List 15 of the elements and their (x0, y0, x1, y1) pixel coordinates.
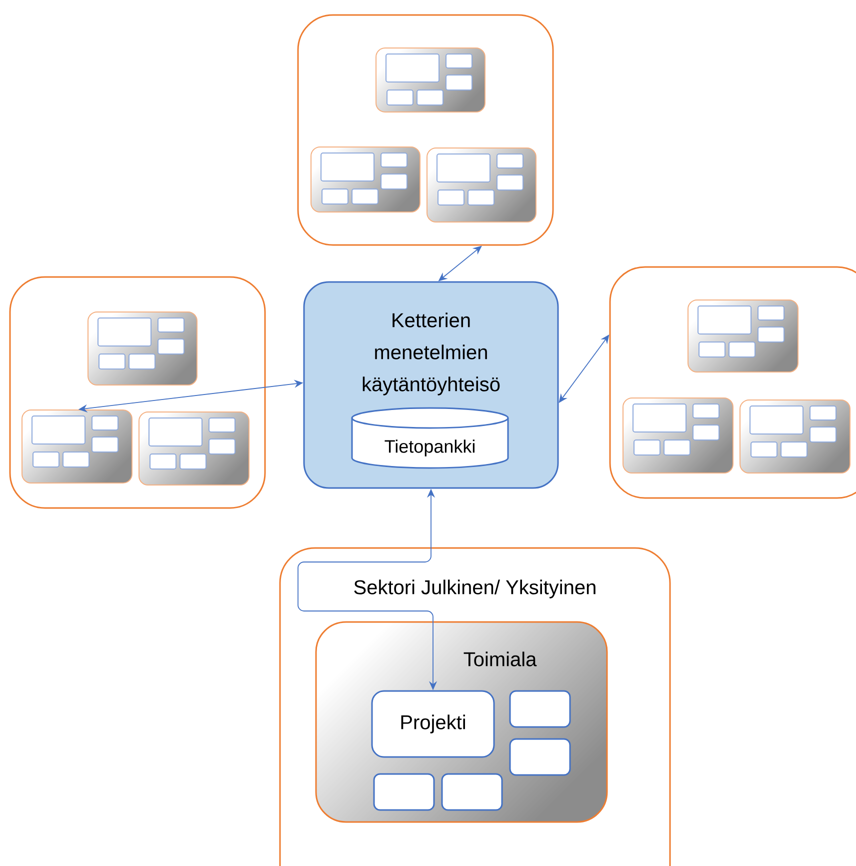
empty-box (509, 690, 571, 728)
layout-card-drawing (426, 148, 536, 222)
layout-card-drawing (622, 398, 734, 474)
layout-card-drawing (22, 410, 132, 484)
layout-card-drawing (310, 146, 420, 212)
layout-card-drawing (88, 312, 198, 386)
empty-box (509, 738, 571, 776)
database-cylinder: Tietopankki (351, 407, 509, 469)
process-box: Projekti (371, 690, 495, 758)
layout-card-drawing (740, 400, 851, 474)
layout-card-drawing (376, 47, 486, 112)
empty-box (373, 773, 435, 811)
layout-card-drawing (688, 300, 798, 372)
layout-card-drawing (138, 412, 250, 486)
empty-box (441, 773, 503, 811)
